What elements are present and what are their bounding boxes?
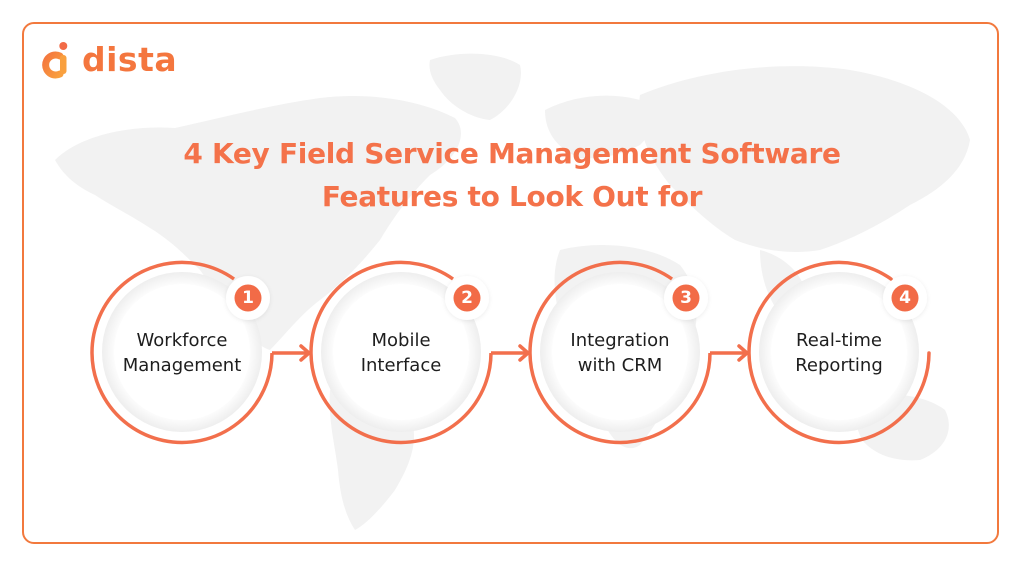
step-2-label-line-2: Interface	[360, 355, 442, 376]
step-3-badge: 3	[680, 288, 692, 308]
arrow-right-icon	[710, 344, 749, 362]
arrow-right-icon	[491, 344, 530, 362]
step-4-badge: 4	[899, 288, 911, 308]
step-2-label-line-1: Mobile	[371, 330, 431, 351]
step-4-label: Real-time Reporting	[754, 328, 924, 378]
step-1-node	[90, 260, 274, 445]
dista-logo-icon	[42, 42, 68, 79]
step-4-label-line-1: Real-time	[796, 330, 882, 351]
step-1-label-line-1: Workforce	[136, 330, 228, 351]
step-4-node	[747, 260, 931, 445]
step-3-label-line-1: Integration	[570, 330, 670, 351]
step-1-badge: 1	[242, 288, 254, 308]
step-2-badge: 2	[461, 288, 473, 308]
step-1-label: Workforce Management	[97, 328, 267, 378]
title-line-1: 4 Key Field Service Management Software	[183, 137, 841, 170]
step-3-label-line-2: with CRM	[577, 355, 663, 376]
step-2-node	[309, 260, 493, 445]
step-3-label: Integration with CRM	[535, 328, 705, 378]
step-3-node	[528, 260, 712, 445]
step-2-label: Mobile Interface	[316, 328, 486, 378]
step-4-label-line-2: Reporting	[795, 355, 883, 376]
step-1-label-line-2: Management	[122, 355, 242, 376]
logo-text: dista	[82, 39, 178, 79]
page-title: 4 Key Field Service Management Software …	[0, 132, 1024, 218]
title-line-2: Features to Look Out for	[321, 180, 703, 213]
arrow-right-icon	[272, 344, 311, 362]
brand-logo: dista	[40, 38, 177, 82]
